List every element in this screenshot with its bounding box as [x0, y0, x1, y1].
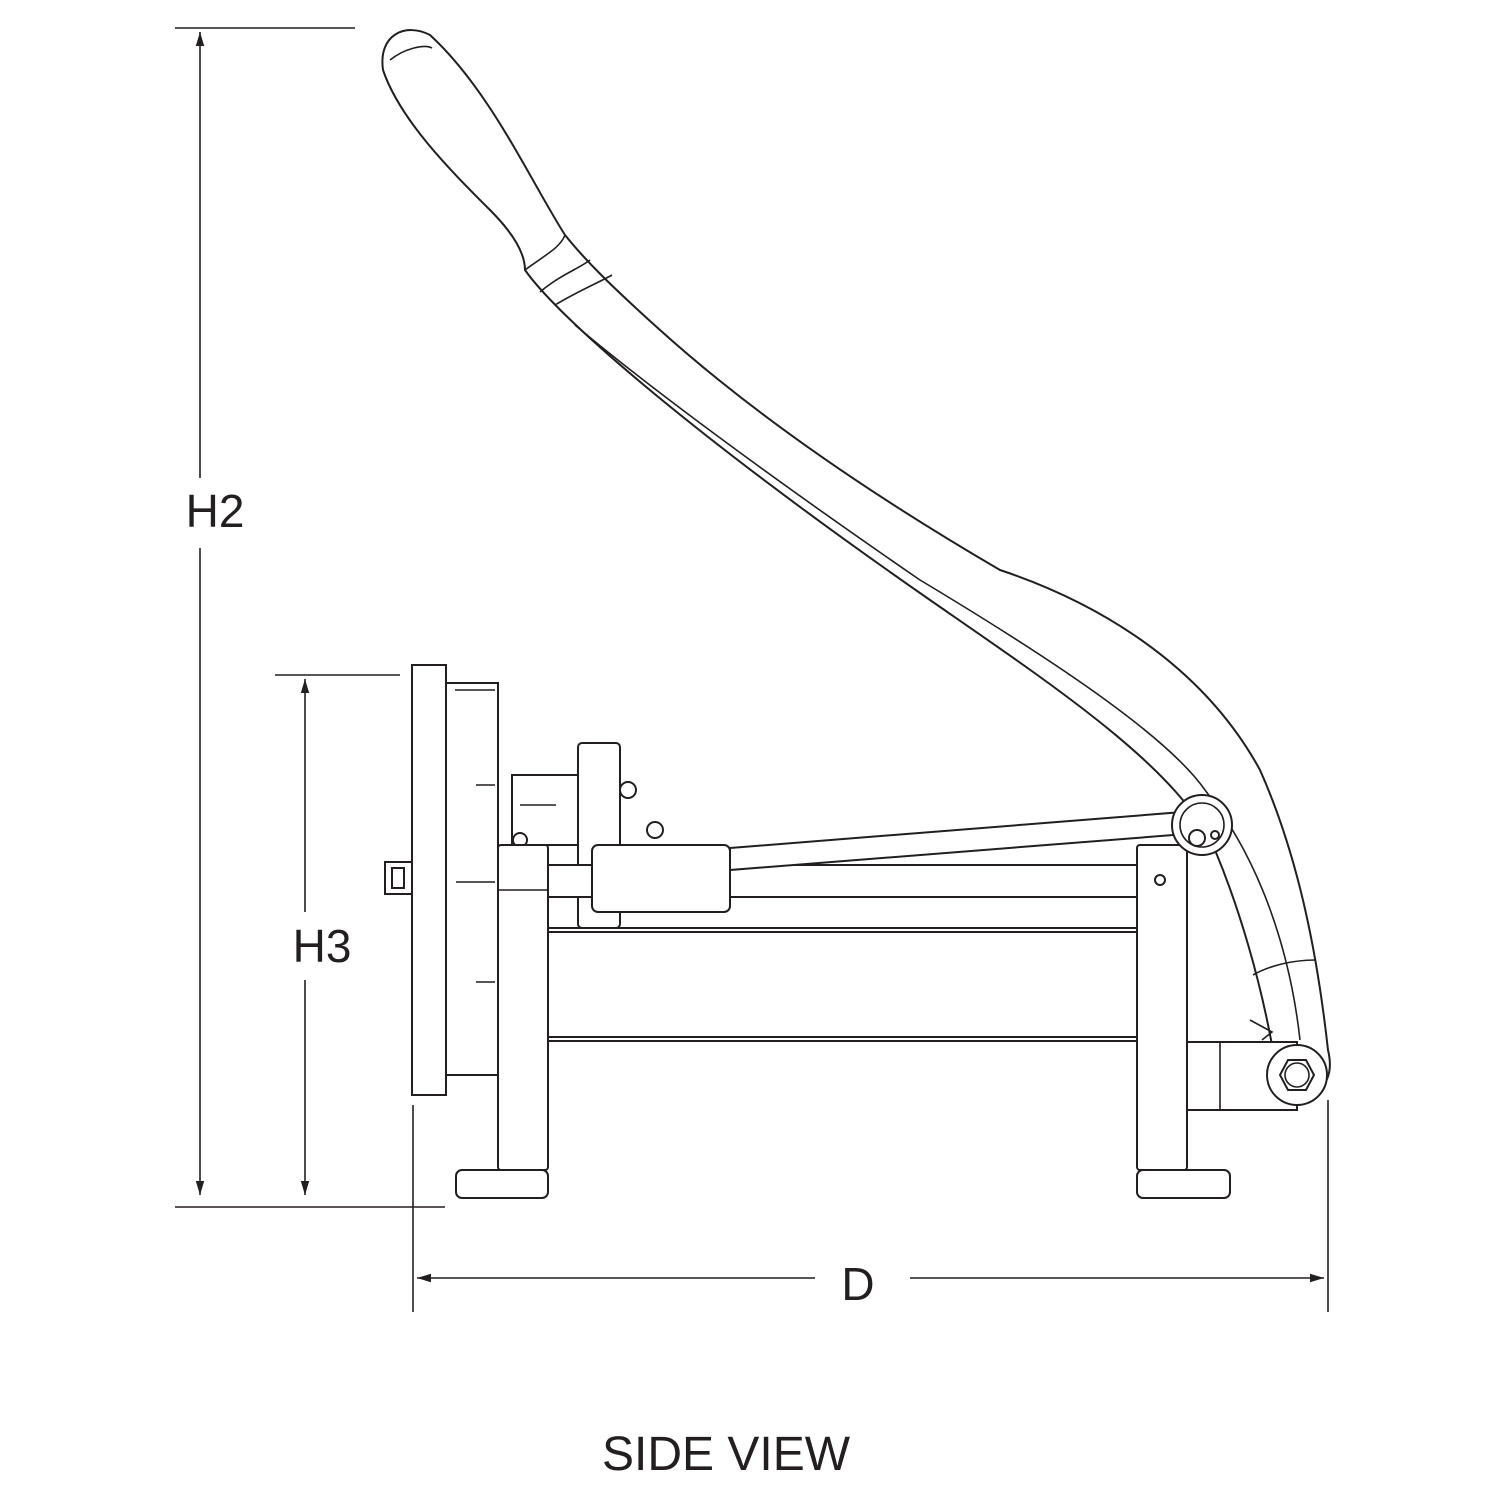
grip-end-line — [524, 234, 566, 271]
right-foot — [1136, 1169, 1231, 1199]
screw-head — [646, 821, 664, 839]
screw-head — [619, 781, 637, 799]
push-rod-cylinder — [591, 844, 731, 913]
pivot-hub — [1171, 794, 1233, 856]
h3-dimension: H3 — [275, 674, 400, 1195]
handle-body — [381, 29, 1331, 1092]
leg-hole — [1154, 874, 1166, 886]
front-nut-face — [391, 867, 405, 889]
left-foot — [455, 1169, 549, 1199]
h2-dimension: H2 — [175, 27, 445, 1208]
pivot-ring — [1179, 802, 1225, 848]
handle-catch — [1249, 1019, 1274, 1041]
handle-segment-line — [1252, 959, 1316, 976]
grip-collar-line-1 — [539, 259, 591, 293]
left-leg — [497, 844, 549, 1171]
handle-inner-edge — [574, 324, 1301, 1041]
pivot-pin — [1188, 829, 1206, 847]
lower-side-rail — [547, 1036, 1138, 1042]
right-leg — [1136, 844, 1188, 1171]
bolt-face — [1284, 1062, 1310, 1088]
blade-grid-block — [445, 682, 499, 1076]
pivot-clip — [1210, 830, 1220, 840]
d-label: D — [841, 1258, 874, 1310]
lever-handle — [381, 29, 1331, 1092]
front-plate — [411, 664, 447, 1096]
h2-label: H2 — [186, 485, 245, 537]
upper-side-rail — [547, 927, 1138, 933]
d-dimension: D — [412, 1100, 1329, 1312]
grip-collar-line-2 — [554, 274, 613, 306]
h3-label: H3 — [293, 920, 352, 972]
handle-cap-line — [389, 45, 433, 61]
link-arm — [729, 810, 1188, 872]
view-caption: SIDE VIEW — [602, 1428, 851, 1481]
